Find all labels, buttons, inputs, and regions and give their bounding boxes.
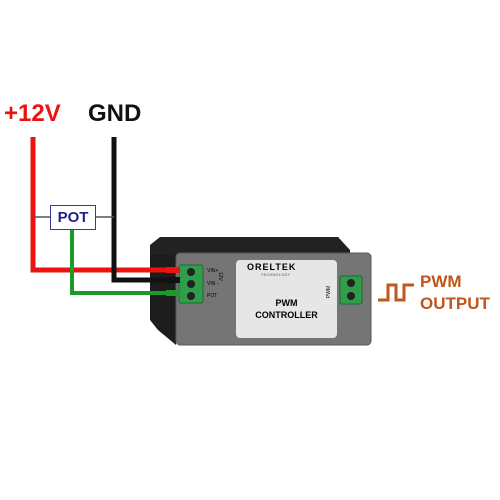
- supply-positive-label: +12V: [4, 100, 61, 127]
- pin-label-pot: POT: [207, 293, 218, 299]
- pot-label: POT: [57, 209, 89, 226]
- input-voltage-label: 12V: [217, 272, 223, 281]
- pot-box: POT: [50, 205, 96, 230]
- output-screw-2: [347, 292, 355, 300]
- pwm-output-line2: OUTPUT: [420, 294, 490, 313]
- device-title-line2: CONTROLLER: [255, 310, 318, 320]
- pwm-signal-wave: [378, 283, 414, 302]
- pwm-output-label: PWM OUTPUT: [420, 271, 490, 315]
- positive-wire-lead: [166, 267, 180, 273]
- terminal-screw-pot: [187, 292, 195, 300]
- pot-wire: [70, 230, 166, 295]
- device-brand: ORELTEK: [247, 262, 297, 272]
- pin-label-vin-plus: VIN+: [207, 268, 219, 274]
- terminal-screw-vin-plus: [187, 268, 195, 276]
- output-pin-label: PWM: [326, 285, 332, 298]
- pot-wire-lead: [166, 290, 180, 296]
- pin-label-vin-minus: VIN -: [207, 281, 219, 287]
- output-screw-1: [347, 279, 355, 287]
- device-title-line1: PWM: [275, 298, 298, 308]
- output-terminal-block: [339, 275, 363, 305]
- device-brand-sub: TECHNOLOGY: [261, 273, 291, 277]
- positive-wire: [30, 137, 166, 273]
- device-label: [236, 260, 337, 338]
- ground-wire: [111, 137, 166, 283]
- pwm-output-line1: PWM: [420, 272, 462, 291]
- ground-label: GND: [88, 100, 142, 127]
- terminal-screw-vin-minus: [187, 280, 195, 288]
- ground-wire-lead: [166, 277, 180, 283]
